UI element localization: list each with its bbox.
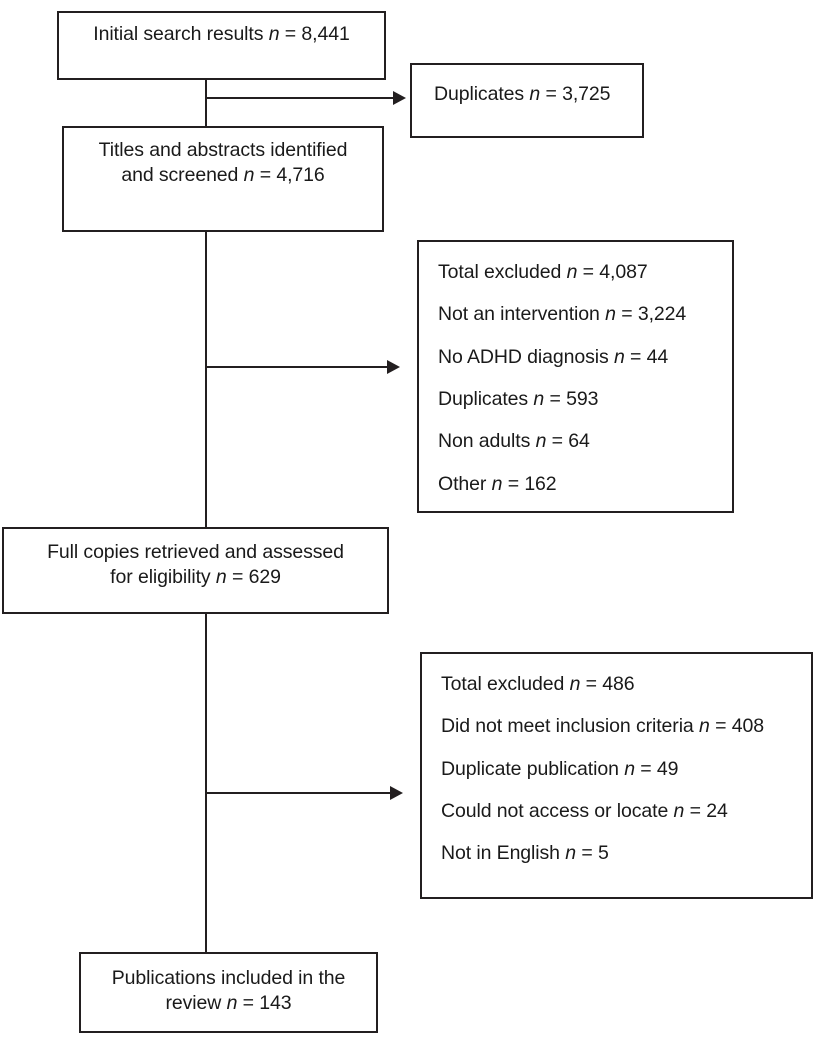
connector-to-excluded-eligibility	[205, 792, 394, 794]
equals-sign: =	[689, 800, 701, 823]
equals-sign: =	[630, 345, 642, 368]
exclusion-line-total: Total excluded n = 486	[441, 673, 635, 695]
count-value: 162	[524, 472, 557, 495]
node-line: Publications included in the	[111, 967, 346, 989]
count-value: 629	[248, 566, 281, 589]
node-line: for eligibility n = 629	[110, 566, 281, 589]
n-symbol: n	[226, 992, 238, 1015]
equals-sign: =	[545, 83, 557, 105]
node-line: Duplicates n = 3,725	[434, 83, 611, 105]
count-value: 486	[602, 673, 635, 695]
equals-sign: =	[549, 388, 561, 411]
n-symbol: n	[565, 842, 576, 865]
n-symbol: n	[569, 673, 581, 695]
exclusion-line: Did not meet inclusion criteria n = 408	[441, 715, 764, 738]
count-value: 3,725	[562, 83, 611, 105]
node-excluded-at-screening: Total excluded n = 4,087 Not an interven…	[417, 240, 734, 513]
exclusion-line-total: Total excluded n = 4,087	[438, 261, 648, 283]
n-symbol: n	[529, 83, 541, 105]
count-value: 143	[259, 992, 292, 1015]
exclusion-line: Other n = 162	[438, 472, 557, 495]
equals-sign: =	[259, 164, 272, 187]
equals-sign: =	[640, 757, 652, 780]
count-value: 4,087	[599, 261, 648, 283]
arrowhead-to-excluded-eligibility	[390, 786, 403, 800]
exclusion-line: Not an intervention n = 3,224	[438, 303, 687, 326]
count-value: 64	[568, 430, 590, 453]
node-line: review n = 143	[165, 992, 292, 1015]
exclusion-line: Duplicates n = 593	[438, 388, 599, 411]
equals-sign: =	[231, 566, 244, 589]
node-line: Initial search results n = 8,441	[93, 23, 350, 45]
count-value: 593	[566, 388, 599, 411]
count-value: 408	[731, 715, 764, 738]
node-excluded-at-eligibility: Total excluded n = 486 Did not meet incl…	[420, 652, 813, 899]
node-line: Titles and abstracts identified	[98, 139, 348, 161]
exclusion-line: Not in English n = 5	[441, 842, 609, 865]
n-symbol: n	[491, 472, 503, 495]
n-symbol: n	[268, 23, 280, 45]
node-publications-included: Publications included in the review n = …	[79, 952, 378, 1033]
exclusion-line: No ADHD diagnosis n = 44	[438, 345, 669, 368]
count-value: 24	[706, 800, 728, 823]
n-symbol: n	[624, 757, 635, 780]
connector-to-duplicates	[205, 97, 397, 99]
n-symbol: n	[533, 388, 545, 411]
equals-sign: =	[621, 303, 633, 326]
node-duplicates-removed: Duplicates n = 3,725	[410, 63, 644, 138]
count-value: 5	[597, 842, 609, 865]
n-symbol: n	[605, 303, 616, 326]
exclusion-line: Could not access or locate n = 24	[441, 800, 728, 823]
n-symbol: n	[699, 715, 710, 738]
equals-sign: =	[284, 23, 297, 45]
count-value: 4,716	[276, 164, 325, 187]
equals-sign: =	[242, 992, 254, 1015]
n-symbol: n	[535, 430, 547, 453]
count-value: 49	[656, 757, 679, 780]
n-symbol: n	[215, 566, 227, 589]
count-value: 3,224	[637, 303, 687, 326]
node-titles-and-abstracts-screened: Titles and abstracts identified and scre…	[62, 126, 384, 232]
n-symbol: n	[673, 800, 685, 823]
exclusion-line: Duplicate publication n = 49	[441, 757, 679, 780]
connector-initial-to-titles	[205, 79, 207, 128]
equals-sign: =	[581, 842, 593, 865]
n-symbol: n	[613, 345, 625, 368]
count-value: 44	[646, 345, 669, 368]
n-symbol: n	[243, 164, 255, 187]
exclusion-line: Non adults n = 64	[438, 430, 590, 453]
node-line: and screened n = 4,716	[121, 164, 325, 187]
count-value: 8,441	[301, 23, 350, 45]
equals-sign: =	[551, 430, 563, 453]
arrowhead-to-excluded-screening	[387, 360, 400, 374]
equals-sign: =	[715, 715, 727, 738]
node-full-copies-assessed: Full copies retrieved and assessed for e…	[2, 527, 389, 614]
equals-sign: =	[585, 673, 597, 695]
equals-sign: =	[582, 261, 594, 283]
node-line: Full copies retrieved and assessed	[47, 541, 344, 563]
n-symbol: n	[566, 261, 578, 283]
connector-fullcopies-to-included	[205, 613, 207, 953]
connector-titles-to-fullcopies	[205, 231, 207, 528]
connector-to-excluded-screening	[205, 366, 391, 368]
arrowhead-to-duplicates	[393, 91, 406, 105]
equals-sign: =	[507, 472, 519, 495]
node-initial-search-results: Initial search results n = 8,441	[57, 11, 386, 80]
